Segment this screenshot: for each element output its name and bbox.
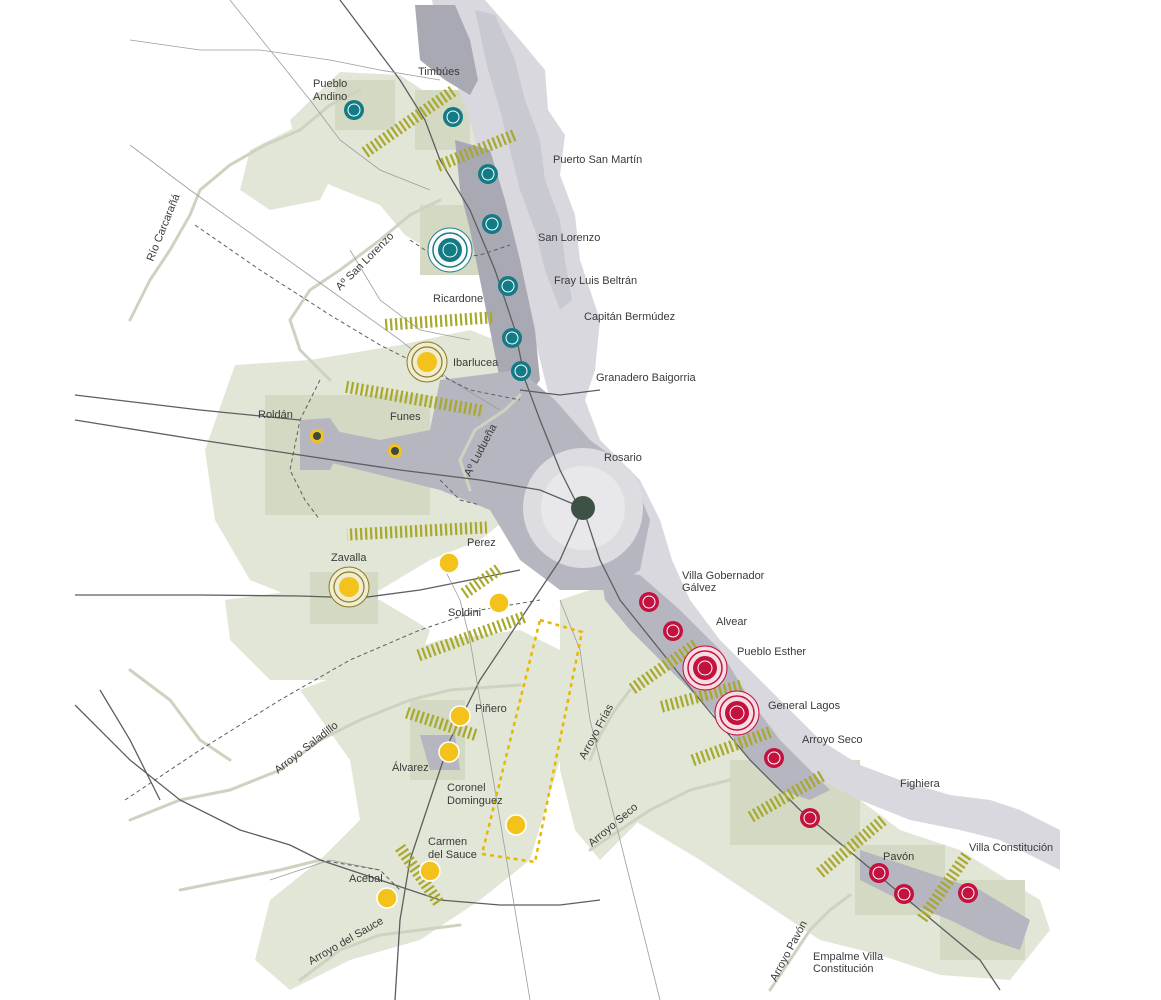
node-granadero-baigorria	[511, 361, 531, 381]
rosario-node	[571, 496, 595, 520]
hatch-bar	[659, 679, 746, 713]
node-pavon	[869, 863, 889, 883]
city-labels: Pueblo Andino Timbúes Puerto San Martín …	[258, 66, 1053, 975]
label-coronel-dominguez-2: Dominguez	[447, 795, 503, 807]
label-villa-constitucion: Villa Constitución	[969, 842, 1053, 854]
node-pueblo-esther	[682, 645, 728, 691]
label-villa-gobernador-galvez-1: Villa Gobernador	[682, 570, 765, 582]
label-coronel-dominguez-1: Coronel	[447, 782, 486, 794]
land-zone-south-inner	[560, 650, 660, 860]
node-fighiera	[800, 808, 820, 828]
label-rio-carcarana: Río Carcarañá	[145, 191, 183, 263]
node-zavalla	[328, 566, 370, 608]
label-arroyo-pavon: Arroyo Pavón	[768, 919, 810, 983]
node-timbues	[443, 107, 463, 127]
hatch-bar	[361, 84, 459, 158]
node-ibarlucea	[406, 341, 448, 383]
hatch-bar	[460, 562, 505, 599]
north-nodes	[344, 100, 531, 381]
label-roldan: Roldán	[258, 409, 293, 421]
label-carmen-del-sauce-2: del Sauce	[428, 849, 477, 861]
label-puerto-san-martin: Puerto San Martín	[553, 154, 642, 166]
hatch-bar	[433, 129, 518, 173]
label-san-lorenzo: San Lorenzo	[538, 232, 600, 244]
label-ibarlucea: Ibarlucea	[453, 357, 499, 369]
hatch-bar	[815, 813, 889, 878]
label-empalme-2: Constitución	[813, 963, 874, 975]
node-san-lorenzo	[482, 214, 502, 234]
hatch-bar	[346, 521, 488, 541]
node-ricardone	[427, 227, 473, 273]
streams	[128, 88, 852, 992]
label-acebal: Acebal	[349, 873, 383, 885]
label-carmen-del-sauce-1: Carmen	[428, 836, 467, 848]
node-puerto-san-martin	[478, 164, 498, 184]
minor-roads	[129, 0, 661, 1000]
hatch-bar	[628, 638, 702, 694]
label-pueblo-andino-2: Andino	[313, 91, 347, 103]
node-carmen-del-sauce	[419, 860, 441, 882]
node-soldini	[488, 592, 510, 614]
label-arroyo-saladillo: Arroyo Saladillo	[272, 719, 340, 776]
hatch-bar	[747, 769, 828, 823]
node-roldan	[310, 429, 324, 443]
hatch-bar	[416, 610, 529, 662]
node-pinero	[449, 705, 471, 727]
label-perez: Perez	[467, 537, 496, 549]
node-general-lagos	[714, 690, 760, 736]
label-arroyo-seco-town: Arroyo Seco	[802, 734, 863, 746]
node-coronel-dominguez	[505, 814, 527, 836]
label-fighiera: Fighiera	[900, 778, 941, 790]
land-zone-west	[225, 590, 430, 680]
label-pinero: Piñero	[475, 703, 507, 715]
label-capitan-bermudez: Capitán Bermúdez	[584, 311, 675, 323]
label-alvarez: Álvarez	[392, 761, 429, 774]
node-funes	[388, 444, 402, 458]
label-empalme-1: Empalme Villa	[813, 951, 884, 963]
land-zone-south-west	[255, 630, 560, 990]
label-general-lagos: General Lagos	[768, 700, 841, 712]
label-timbues: Timbúes	[418, 66, 460, 78]
node-villa-gobernador-galvez	[639, 592, 659, 612]
west-nodes	[310, 341, 527, 909]
hatch-bar	[690, 725, 775, 767]
node-pueblo-andino	[344, 100, 364, 120]
label-pueblo-esther: Pueblo Esther	[737, 646, 806, 658]
hatch-bar	[384, 311, 496, 331]
label-funes: Funes	[390, 411, 421, 423]
label-a-san-lorenzo: Aº San Lorenzo	[334, 230, 397, 293]
label-pueblo-andino-1: Pueblo	[313, 78, 347, 90]
node-villa-constitucion	[958, 883, 978, 903]
node-alvear	[663, 621, 683, 641]
label-ricardone: Ricardone	[433, 293, 483, 305]
hatch-bar	[917, 849, 973, 923]
node-arroyo-seco	[764, 748, 784, 768]
label-rosario: Rosario	[604, 452, 642, 464]
label-soldini: Soldini	[448, 607, 481, 619]
node-empalme	[894, 884, 914, 904]
hatch-bars	[345, 84, 973, 923]
node-alvarez	[438, 741, 460, 763]
node-acebal	[376, 887, 398, 909]
label-zavalla: Zavalla	[331, 552, 367, 564]
label-alvear: Alvear	[716, 616, 748, 628]
node-perez	[438, 552, 460, 574]
label-fray-luis-beltran: Fray Luis Beltrán	[554, 275, 637, 287]
south-nodes	[639, 592, 978, 904]
label-granadero-baigorria: Granadero Baigorria	[596, 372, 697, 384]
label-villa-gobernador-galvez-2: Gálvez	[682, 582, 716, 594]
hatch-bar	[404, 706, 480, 742]
label-pavon: Pavón	[883, 851, 914, 863]
hatch-bar	[345, 380, 485, 418]
node-capitan-bermudez	[502, 328, 522, 348]
node-fray-luis-beltran	[498, 276, 518, 296]
hatch-bar	[395, 843, 445, 909]
